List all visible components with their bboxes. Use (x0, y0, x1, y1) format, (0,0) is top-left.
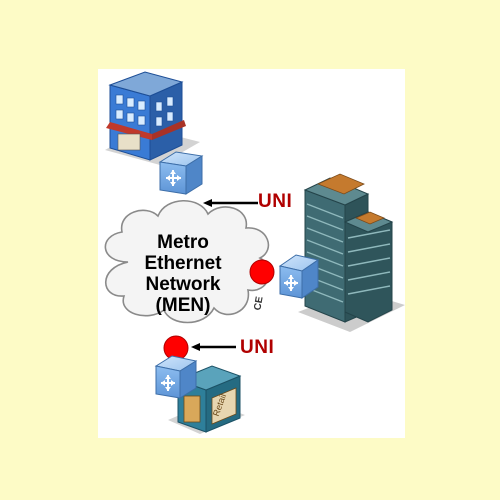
uni-top-label: UNI (258, 191, 293, 212)
men-label: Metro Ethernet Network (MEN) (128, 232, 238, 316)
uni-bottom-label: UNI (240, 337, 275, 358)
uni-top-arrow (203, 199, 258, 207)
uni-endpoint-dot (249, 259, 275, 285)
uni-bottom-arrow (191, 343, 236, 351)
men-line-2: Ethernet (144, 253, 222, 274)
men-line-3: Network (145, 274, 221, 295)
tower-building-icon (298, 173, 405, 332)
men-line-4: (MEN) (155, 295, 211, 316)
ethernet-switch-icon (158, 151, 204, 195)
ethernet-switch-icon (278, 254, 320, 299)
cloud-icon (104, 200, 271, 324)
ethernet-switch-icon (154, 355, 198, 399)
office-building-icon (105, 71, 200, 165)
men-line-1: Metro (157, 232, 209, 253)
